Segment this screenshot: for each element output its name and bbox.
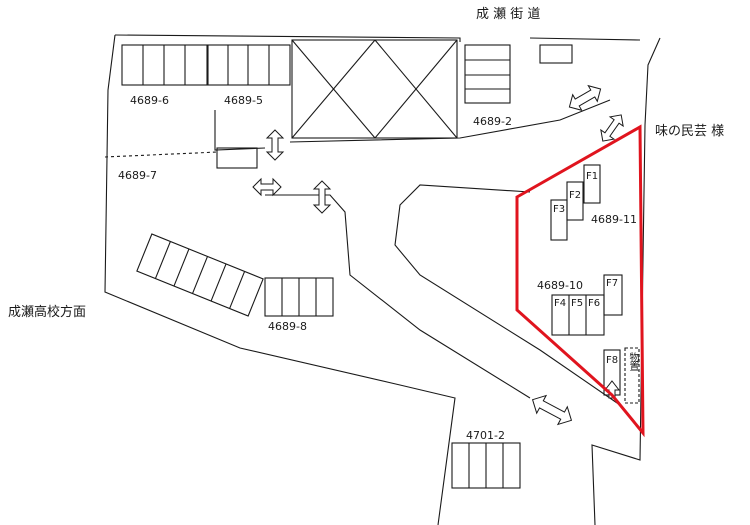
lot-label: 4689-7	[118, 169, 157, 182]
driveway-left	[214, 110, 266, 151]
top-boundary	[114, 34, 461, 42]
shop-label: 味の民芸 様	[655, 124, 725, 139]
highlight-area	[515, 124, 645, 438]
top-boundary-right	[529, 37, 641, 41]
floor-label: F3	[553, 204, 566, 215]
school-direction-label: 成瀬高校方面	[8, 305, 87, 320]
driveway-top	[289, 99, 611, 143]
small-box	[539, 44, 573, 64]
building-x	[291, 39, 458, 139]
small-building	[216, 147, 258, 169]
lot-label: 4689-5	[224, 94, 263, 107]
lot-label: 4689-8	[268, 320, 307, 333]
lot-label: 4689-10	[537, 279, 583, 292]
road-curve	[394, 184, 621, 406]
double-arrow-icon	[568, 84, 602, 112]
floor-f3-box	[550, 199, 568, 241]
floor-label: F4	[554, 298, 567, 309]
storage-box	[624, 347, 640, 404]
lot-label: 4689-2	[473, 115, 512, 128]
floor-label: F6	[588, 298, 601, 309]
double-arrow-icon	[312, 180, 332, 214]
lot-label: 4701-2	[466, 429, 505, 442]
site-boundary-right	[591, 37, 661, 525]
lot-label: 4689-11	[591, 213, 637, 226]
double-arrow-icon	[600, 114, 624, 142]
floor-label: F8	[606, 355, 619, 366]
double-arrow-icon	[265, 129, 285, 161]
floor-label: F7	[606, 278, 619, 289]
double-arrow-icon	[252, 177, 282, 197]
double-arrow-icon	[531, 394, 573, 426]
parking-4689-5	[207, 44, 291, 86]
floor-label: F5	[571, 298, 584, 309]
floor-label: F1	[586, 171, 599, 182]
site-boundary	[104, 34, 456, 525]
storage-label: 物置	[627, 352, 638, 370]
lot-label: 4689-6	[130, 94, 169, 107]
floor-label: F2	[569, 190, 582, 201]
floor-f456-box	[551, 294, 605, 336]
road-label: 成 瀬 街 道	[476, 7, 541, 22]
floor-f2-box	[566, 181, 584, 221]
floor-f1-box	[583, 164, 601, 204]
parking-4689-2	[464, 44, 511, 104]
dashed-boundary	[104, 151, 219, 158]
